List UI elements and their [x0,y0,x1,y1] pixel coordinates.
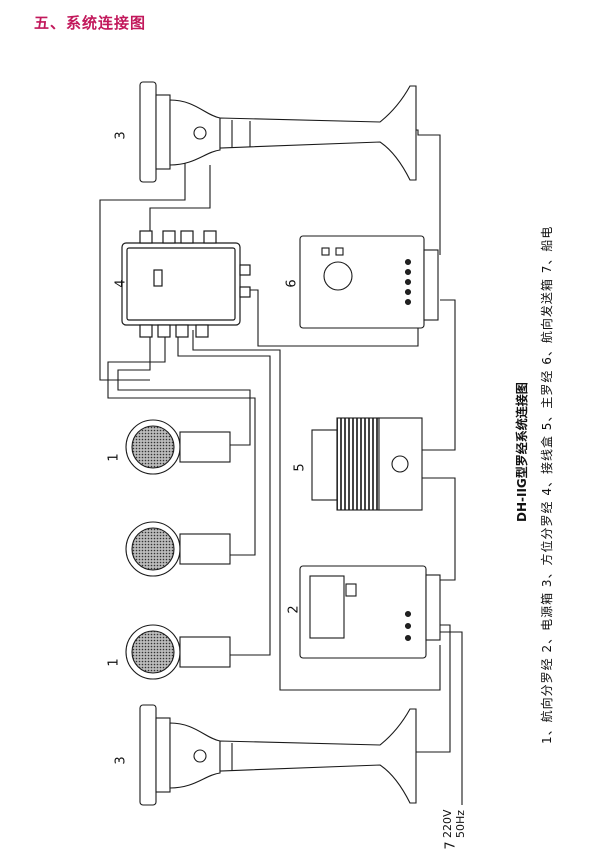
wiring-lines [99,129,463,805]
diagram-title: DH-IIG型罗经系统连接图 [515,382,529,522]
label-heading-transmitter: 6 [284,279,300,288]
section-title: 五、系统连接图 [34,14,147,32]
label-power-marker: 7 [443,841,459,850]
power-box [299,565,441,659]
azimuth-repeater-bottom [139,704,417,806]
heading-repeater-a [125,419,231,475]
component-legend: 1、航向分罗经 2、电源箱 3、方位分罗经 4、接线盒 5、主罗经 6、航向发送… [540,225,554,744]
label-junction-box: 4 [113,279,129,288]
label-master-compass: 5 [292,463,308,472]
heading-repeater-b [125,521,231,577]
power-voltage: 220V [441,809,454,838]
label-repeater-a: 1 [106,453,122,462]
heading-transmitter [299,235,439,329]
master-compass [311,417,423,511]
power-frequency: 50Hz [454,809,467,838]
label-power-box: 2 [286,605,302,614]
power-supply-label: 220V 50Hz [441,809,467,838]
azimuth-repeater-top [139,81,417,183]
label-repeater-c: 1 [106,658,122,667]
junction-box [121,230,251,338]
label-azimuth-top: 3 [113,131,129,140]
label-azimuth-bottom: 3 [113,756,129,765]
heading-repeater-c [125,624,231,680]
